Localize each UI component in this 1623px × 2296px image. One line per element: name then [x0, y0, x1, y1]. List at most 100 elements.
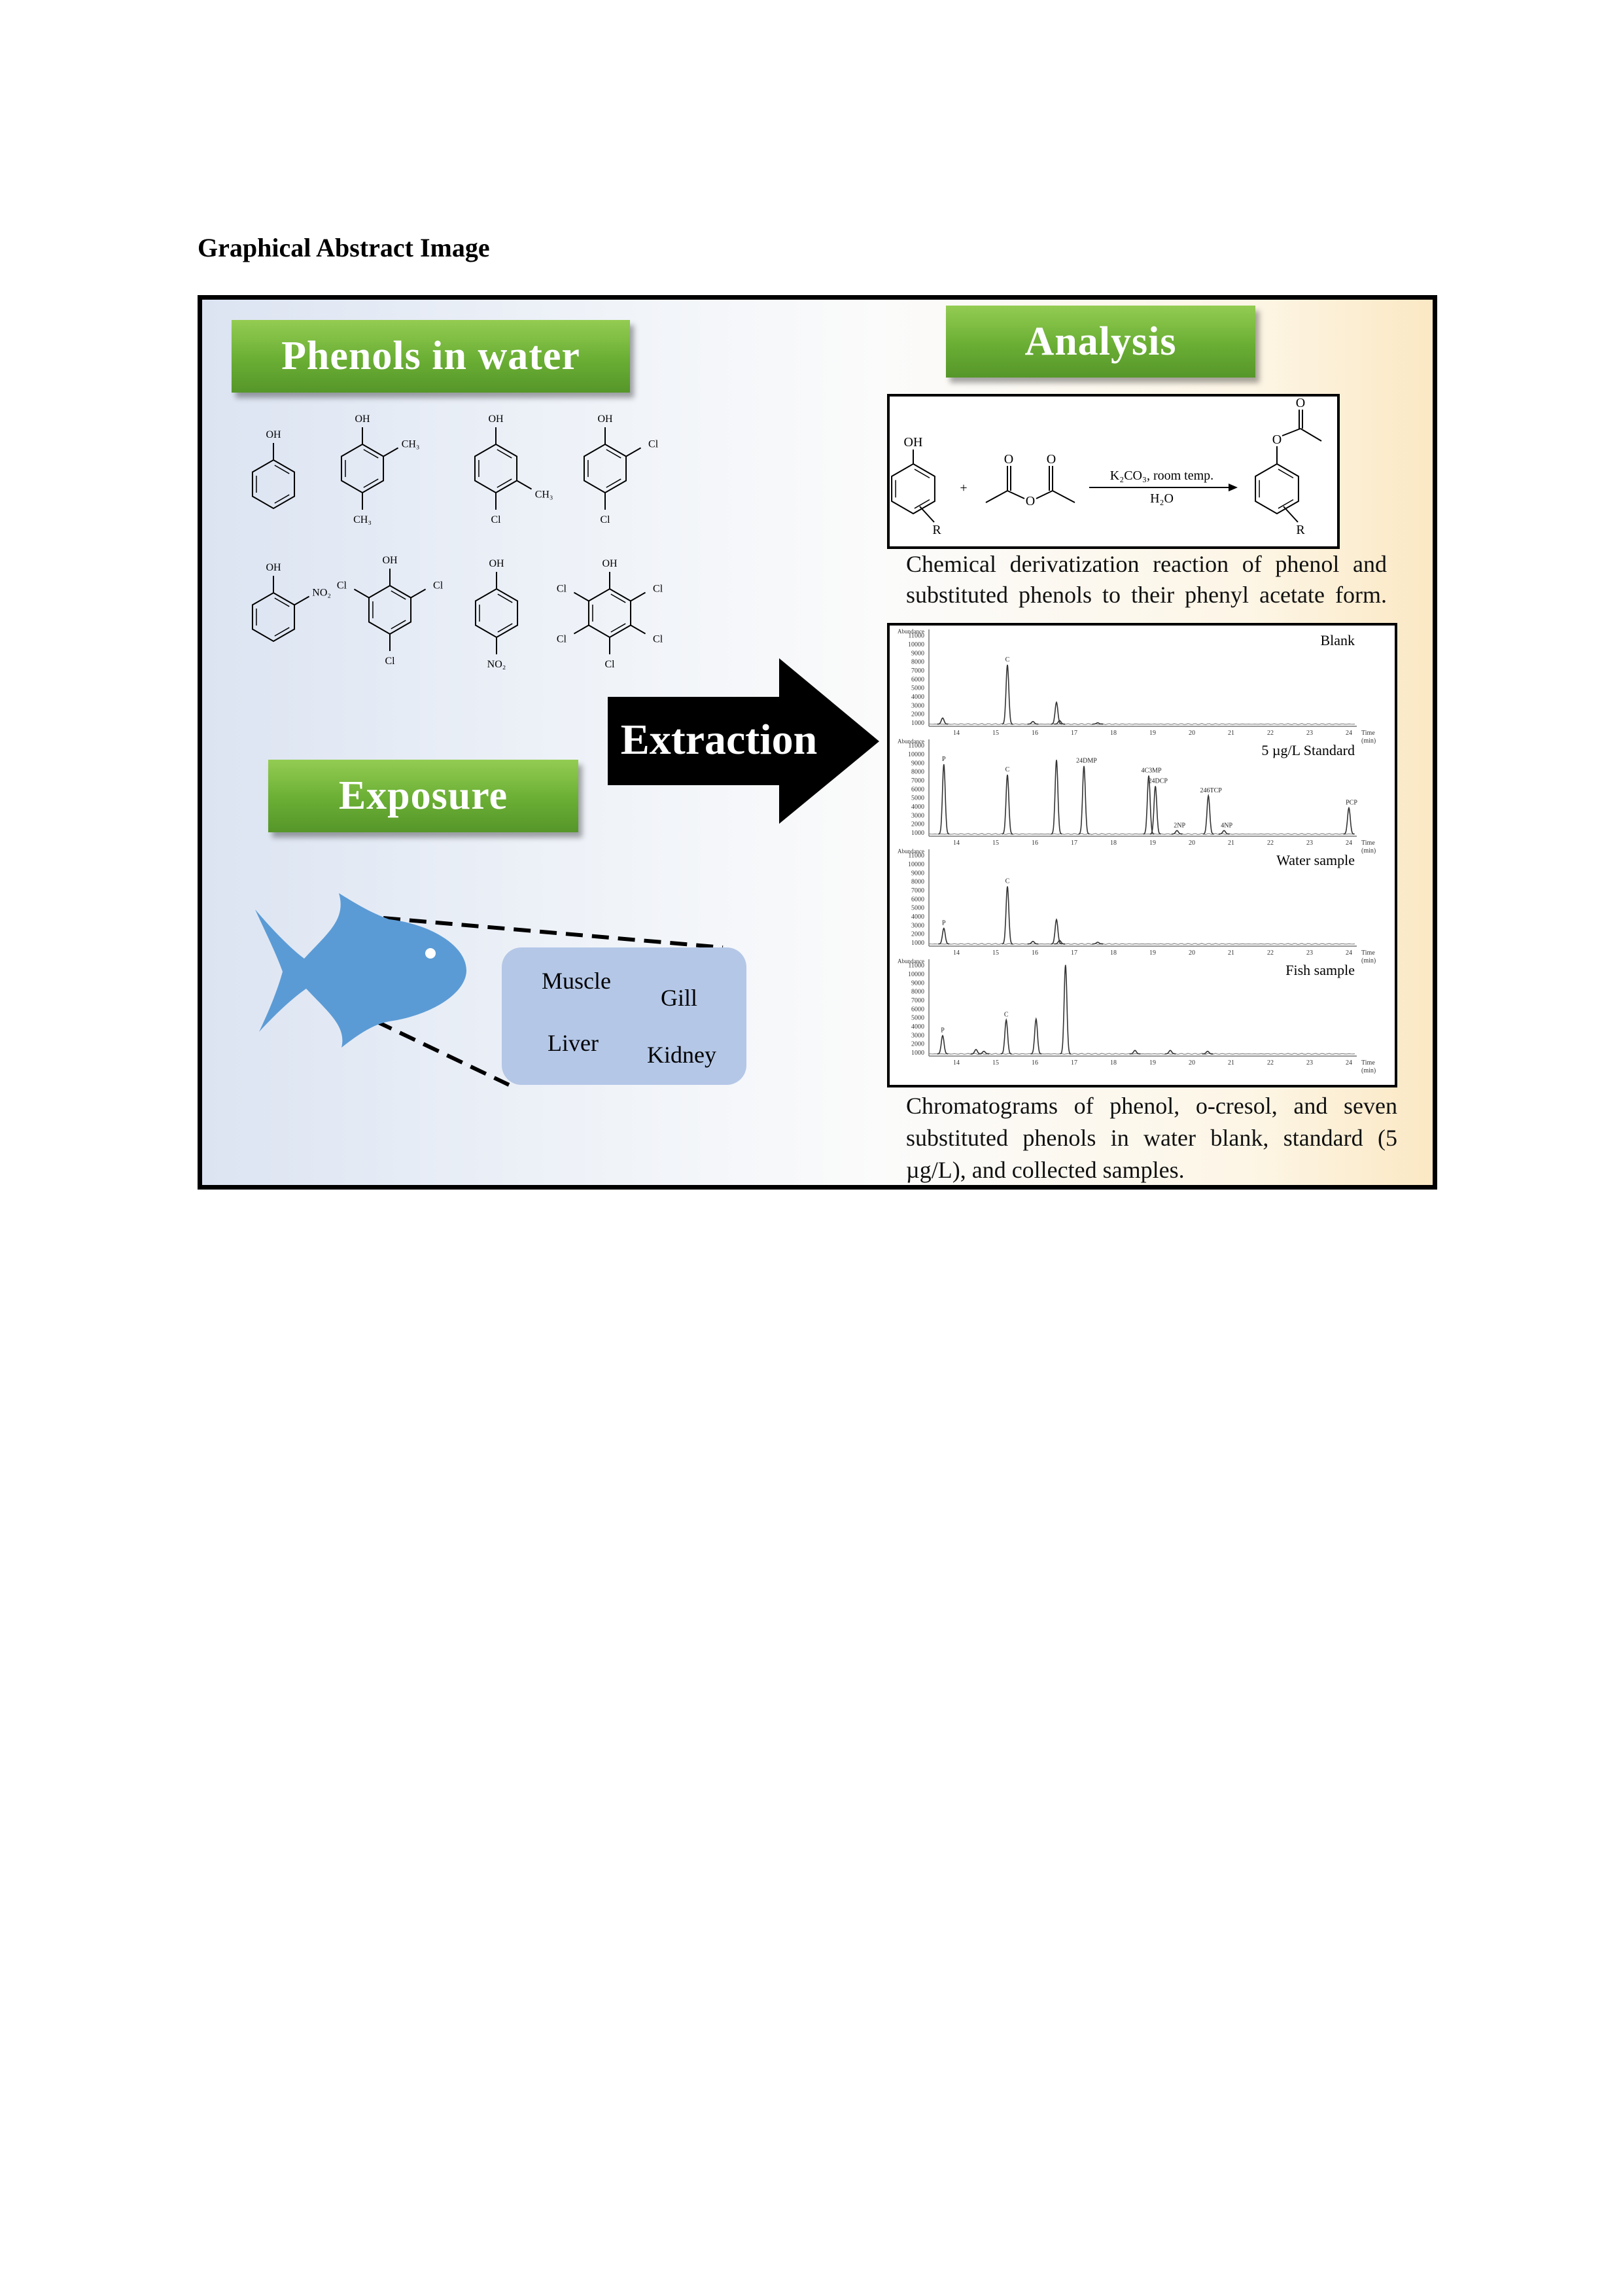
peak-label: P — [942, 756, 946, 763]
y-tick-label: 10000 — [908, 861, 924, 868]
y-tick-label: 1000 — [911, 720, 924, 727]
substituent-label: Cl — [653, 584, 663, 595]
x-tick-label: 21 — [1228, 949, 1234, 957]
y-tick-label: 1000 — [911, 1050, 924, 1057]
substituent-label: CH₃ — [402, 439, 420, 450]
panel-title: Fish sample — [1285, 962, 1355, 978]
organ-gill: Gill — [661, 985, 698, 1011]
substituent-label: Cl — [557, 634, 567, 645]
substituent-label: Cl — [491, 514, 501, 525]
chromatogram-peak — [1129, 1050, 1141, 1055]
x-tick-label: 22 — [1267, 839, 1274, 847]
y-tick-label: 11000 — [908, 963, 924, 970]
y-tick-label: 2000 — [911, 931, 924, 938]
y-tick-label: 6000 — [911, 896, 924, 903]
chromatogram-peak — [1343, 806, 1355, 835]
x-axis-label: Time — [1361, 730, 1375, 737]
x-tick-label: 20 — [1189, 949, 1195, 957]
y-tick-label: 6000 — [911, 1006, 924, 1013]
y-tick-label: 8000 — [911, 879, 924, 886]
panel-title: Water sample — [1276, 852, 1355, 868]
y-tick-label: 2000 — [911, 711, 924, 718]
y-tick-label: 5000 — [911, 795, 924, 802]
baseline-trace — [928, 1053, 1355, 1055]
peak-label: C — [1004, 1012, 1009, 1019]
x-tick-label: 19 — [1149, 1059, 1156, 1067]
y-tick-label: 5000 — [911, 685, 924, 692]
organ-liver: Liver — [548, 1030, 599, 1056]
derivatization-reaction-scheme: OH R + O O O K₂CO₃, room temp. H₂O O O R — [887, 394, 1340, 549]
x-tick-label: 23 — [1306, 949, 1313, 957]
x-tick-label: 20 — [1189, 839, 1195, 847]
x-tick-label: 15 — [992, 730, 999, 737]
y-tick-label: 6000 — [911, 676, 924, 683]
y-tick-label: 2000 — [911, 1041, 924, 1048]
reaction-caption-line2: substituted phenols to their phenyl acet… — [906, 582, 1387, 608]
substituent-label: Cl — [385, 656, 395, 667]
x-tick-label: 15 — [992, 839, 999, 847]
analysis-title: Analysis — [946, 306, 1255, 378]
y-tick-label: 7000 — [911, 997, 924, 1004]
chromatogram-peak — [1000, 1018, 1012, 1055]
chromatogram-peak — [1078, 766, 1090, 835]
y-tick-label: 4000 — [911, 804, 924, 811]
chromatogram-peak — [1143, 775, 1155, 835]
substituent-label: Cl — [600, 514, 610, 525]
chromatogram-peak — [1054, 720, 1066, 725]
x-tick-label: 16 — [1032, 1059, 1038, 1067]
chromatogram-peak — [937, 717, 949, 725]
molecule-structure: OH — [251, 429, 296, 510]
x-axis-label: Time — [1361, 1059, 1375, 1067]
y-tick-label: 9000 — [911, 760, 924, 767]
x-tick-label: 18 — [1110, 730, 1117, 737]
x-tick-label: 18 — [1110, 839, 1117, 847]
y-tick-label: 8000 — [911, 769, 924, 776]
substituent-label: Cl — [604, 659, 615, 670]
chromatogram-peak — [1202, 794, 1214, 835]
analysis-title-text: Analysis — [1024, 319, 1177, 364]
chromatogram-peak — [978, 1050, 990, 1055]
y-tick-label: 10000 — [908, 641, 924, 648]
chromatogram-panel: Abundance1000200030004000500060007000800… — [898, 628, 1376, 745]
x-tick-label: 16 — [1032, 949, 1038, 957]
x-tick-label: 19 — [1149, 949, 1156, 957]
y-tick-label: 3000 — [911, 922, 924, 929]
x-tick-label: 22 — [1267, 949, 1274, 957]
x-tick-label: 18 — [1110, 949, 1117, 957]
x-tick-label: 22 — [1267, 1059, 1274, 1067]
substituent-label: Cl — [557, 584, 567, 595]
peak-label: 4NP — [1221, 822, 1232, 829]
chromatogram-peak — [1171, 830, 1183, 835]
x-tick-label: 16 — [1032, 730, 1038, 737]
x-axis-label: Time — [1361, 839, 1375, 847]
x-tick-label: 21 — [1228, 839, 1234, 847]
y-tick-label: 9000 — [911, 870, 924, 877]
peak-label: 24DMP — [1076, 758, 1097, 765]
x-tick-label: 17 — [1071, 949, 1077, 957]
y-tick-label: 5000 — [911, 905, 924, 912]
phenyl-acetate-ring — [1255, 463, 1299, 515]
phenols-in-water-title: Phenols in water — [232, 320, 630, 393]
substituent-label: Cl — [433, 580, 444, 592]
y-tick-label: 9000 — [911, 980, 924, 987]
chromatogram-caption-line3: µg/L), and collected samples. — [906, 1157, 1185, 1183]
reaction-caption-line1: Chemical derivatization reaction of phen… — [906, 551, 1387, 577]
chromatogram-peak — [938, 927, 950, 945]
substituent-label: NO₂ — [312, 588, 331, 599]
y-tick-label: 4000 — [911, 913, 924, 921]
anhydride-o-bridge: O — [1026, 494, 1035, 508]
caption-text-1: Chromatograms of phenol, o-cresol, and s… — [906, 1093, 1397, 1119]
y-tick-label: 3000 — [911, 702, 924, 709]
x-tick-label: 19 — [1149, 730, 1156, 737]
x-tick-label: 19 — [1149, 839, 1156, 847]
reactant-r-group: R — [932, 523, 941, 537]
substituent-label: OH — [602, 558, 618, 569]
y-tick-label: 8000 — [911, 989, 924, 996]
product-r-group: R — [1296, 523, 1305, 537]
x-axis-unit: (min) — [1361, 1067, 1376, 1074]
baseline-trace — [928, 833, 1355, 836]
baseline-trace — [928, 943, 1355, 945]
substituent-label: OH — [488, 414, 504, 425]
acetic-anhydride — [985, 466, 1075, 503]
